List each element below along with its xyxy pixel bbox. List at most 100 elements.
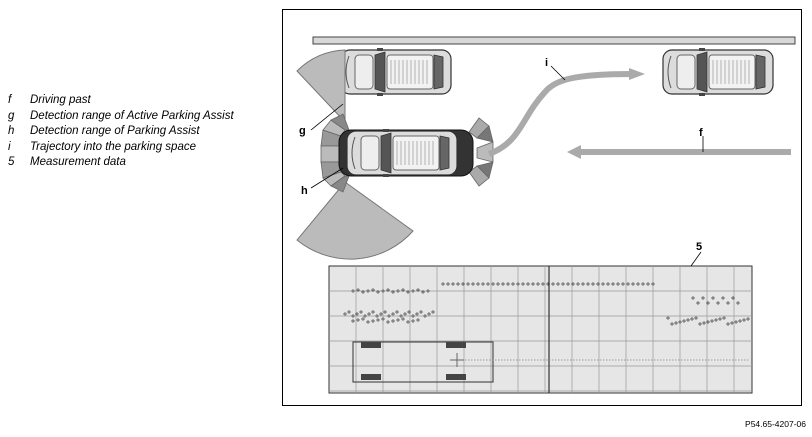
measurement-point [351,314,355,318]
legend-item-5: 5 Measurement data [8,155,234,171]
measurement-point [586,282,590,286]
measurement-point [431,310,435,314]
callout-h: h [301,185,308,197]
measurement-point [367,312,371,316]
measurement-point [576,282,580,286]
legend-item-h: h Detection range of Parking Assist [8,124,234,140]
measurement-point [383,310,387,314]
measurement-point [381,317,385,321]
measurement-point [406,290,410,294]
callout-i: i [545,57,548,69]
parked-car-right [662,47,774,97]
measurement-point [423,314,427,318]
measurement-point [571,282,575,286]
wheel-mark [446,374,466,380]
measurement-point [714,318,718,322]
measurement-point [726,322,730,326]
driving-past-arrowhead [567,145,581,159]
legend-text: Measurement data [30,156,126,169]
measurement-point [581,282,585,286]
vehicle-center-marker [450,353,464,367]
measurement-point [451,282,455,286]
parking-diagram: g h i f 5 [296,36,796,394]
measurement-point [386,288,390,292]
callout-5: 5 [696,241,702,253]
measurement-point [506,282,510,286]
legend-key: g [8,109,15,122]
measurement-point [466,282,470,286]
measurement-point [411,314,415,318]
legend-item-g: g Detection range of Active Parking Assi… [8,109,234,125]
measurement-point [386,320,390,324]
measurement-point [366,289,370,293]
measurement-point [531,282,535,286]
measurement-point [371,319,375,323]
measurement-point [596,282,600,286]
measurement-point [736,301,740,305]
measurement-point [734,320,738,324]
measurement-point [371,310,375,314]
active-parking-assist-range-upper [296,49,346,124]
measurement-point [366,320,370,324]
legend-text: Detection range of Active Parking Assist [30,109,234,122]
measurement-point [387,314,391,318]
parking-assist-front-range [320,113,350,193]
measurement-point [481,282,485,286]
measurement-point [456,282,460,286]
measurement-point [426,289,430,293]
measurement-point [691,296,695,300]
measurement-point [441,282,445,286]
measurement-point [391,290,395,294]
measurement-point [566,282,570,286]
measurement-point [407,310,411,314]
parking-assist-rear-range [468,117,494,187]
measurement-grid-background [328,265,753,394]
measurement-point [666,316,670,320]
measurement-point [381,289,385,293]
measurement-data-panel [328,265,753,394]
parking-car [338,128,474,178]
measurement-point [651,282,655,286]
measurement-point [396,289,400,293]
measurement-point [536,282,540,286]
measurement-point [343,312,347,316]
measurement-point [716,301,720,305]
measurement-point [731,296,735,300]
measurement-point [722,316,726,320]
legend-key: f [8,94,12,106]
measurement-point [416,288,420,292]
measurement-point [419,310,423,314]
measurement-point [351,289,355,293]
measurement-point [670,322,674,326]
measurement-point [491,282,495,286]
kerb [312,36,796,45]
measurement-point [427,312,431,316]
measurement-point [521,282,525,286]
measurement-point [718,317,722,321]
measurement-point [721,296,725,300]
measurement-point [406,320,410,324]
measurement-point [546,282,550,286]
measurement-point [461,282,465,286]
measurement-point [611,282,615,286]
parked-car-left [340,47,452,97]
measurement-point [706,301,710,305]
measurement-point [686,318,690,322]
measurement-point [391,312,395,316]
wheel-mark [361,374,381,380]
measurement-point [742,318,746,322]
callout-5-leader [690,251,702,267]
measurement-point [702,321,706,325]
measurement-point [351,319,355,323]
measurement-point [363,314,367,318]
measurement-point [401,317,405,321]
measurement-point [376,318,380,322]
legend-text: Driving past [30,94,91,106]
measurement-point [356,318,360,322]
measurement-point [516,282,520,286]
callout-f: f [699,127,703,139]
measurement-point [379,312,383,316]
callout-g-leader [310,103,344,131]
measurement-point [696,301,700,305]
legend-text: Detection range of Parking Assist [30,125,200,138]
